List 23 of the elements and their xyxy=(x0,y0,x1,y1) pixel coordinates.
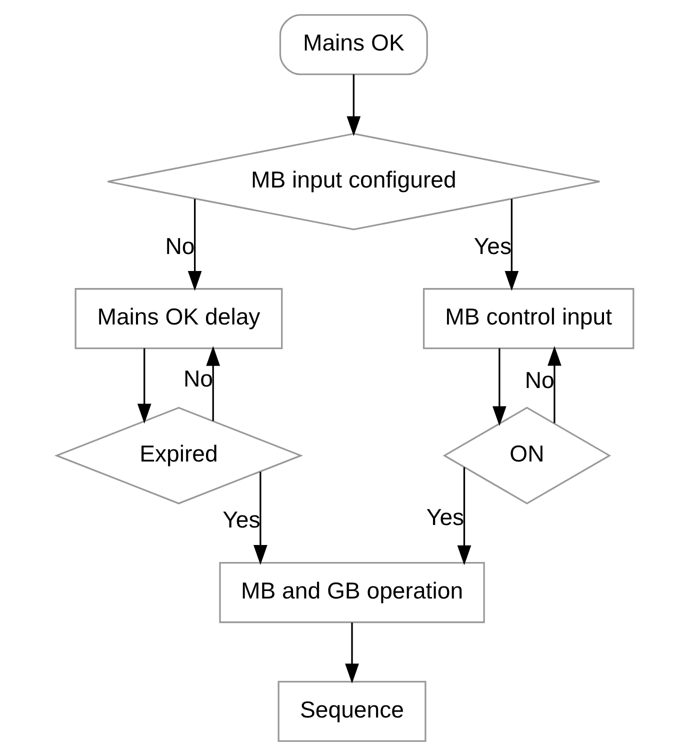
node-diamond: Expired xyxy=(54,406,304,504)
node-box: MB control input xyxy=(422,288,634,350)
edge-label: No xyxy=(524,366,554,393)
arrow xyxy=(137,348,152,424)
node-box: Mains OK delay xyxy=(74,288,283,350)
arrow xyxy=(548,346,562,424)
node-box: Mains OK xyxy=(279,14,428,76)
edge-label: Yes xyxy=(426,504,464,530)
arrow xyxy=(345,622,359,684)
arrow xyxy=(206,346,220,421)
arrow xyxy=(346,74,361,136)
arrow xyxy=(457,467,472,566)
arrow xyxy=(188,198,202,291)
node-box: MB and GB operation xyxy=(219,562,485,624)
edge-label: Yes xyxy=(474,232,512,259)
arrow xyxy=(253,472,268,565)
node-box: Sequence xyxy=(278,680,426,742)
edge-label: No xyxy=(165,232,195,259)
node-diamond: MB input configured xyxy=(106,132,600,230)
edge-label: No xyxy=(183,366,214,392)
arrow xyxy=(492,348,506,426)
edge-label: Yes xyxy=(222,506,260,532)
arrow xyxy=(504,198,519,291)
